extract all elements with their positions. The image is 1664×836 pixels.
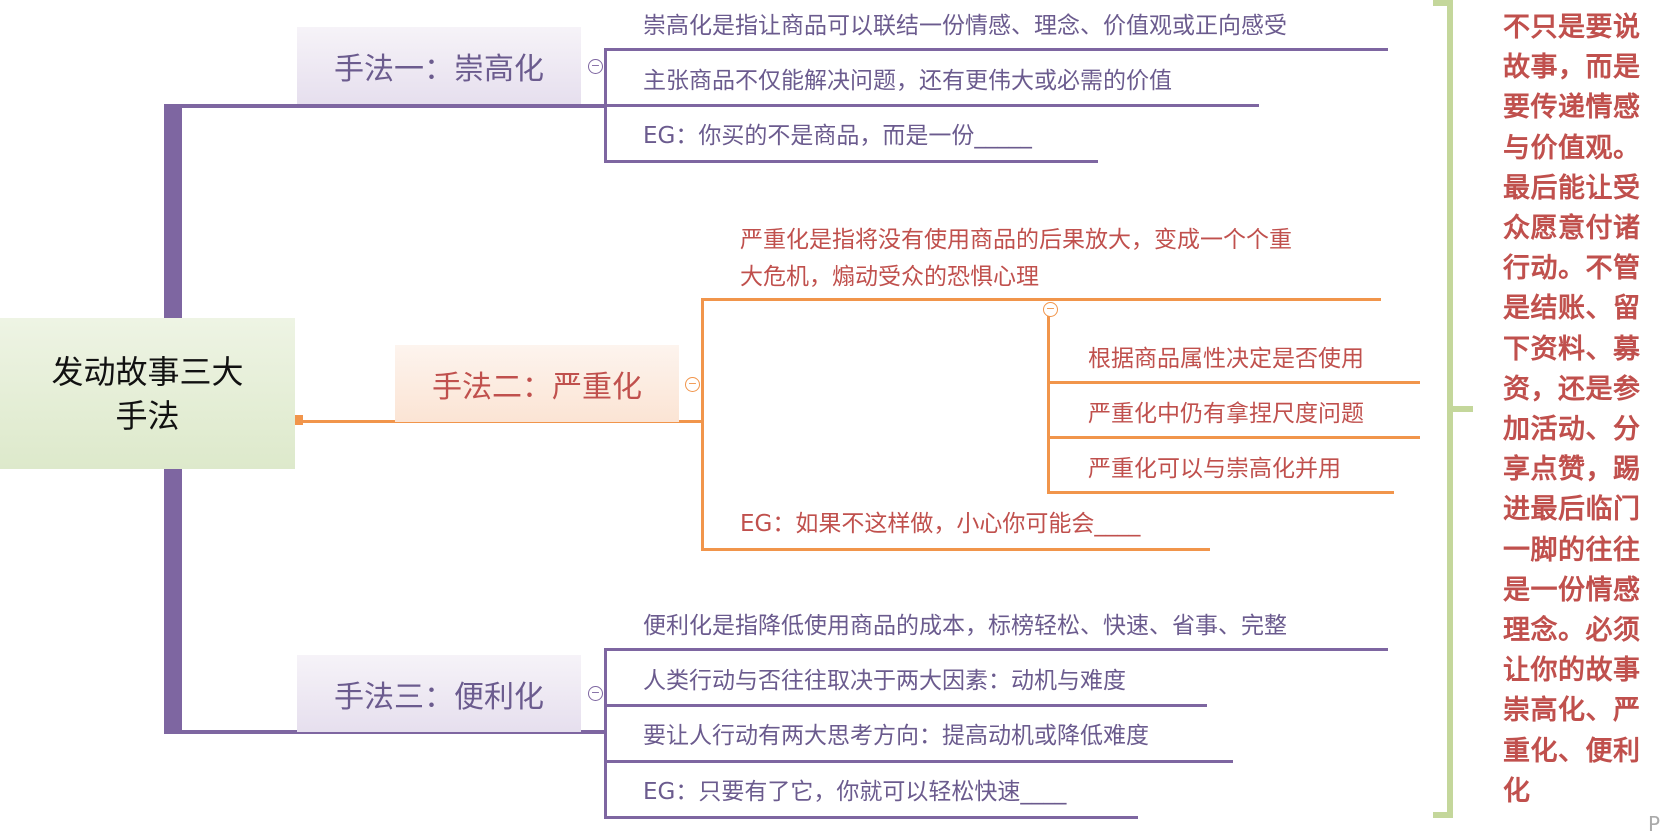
branch1-item: EG：你买的不是商品，而是一份_____	[643, 123, 1032, 149]
sub-spine	[1047, 316, 1050, 493]
divider	[604, 648, 1388, 651]
divider	[1047, 436, 1420, 439]
divider	[1047, 491, 1394, 494]
branch3-title: 手法三：便利化	[334, 679, 544, 715]
divider	[701, 298, 1381, 301]
collapse-icon[interactable]: −	[588, 686, 603, 701]
branch1-connector	[164, 104, 605, 108]
branch3-item: EG：只要有了它，你就可以轻松快速____	[643, 779, 1067, 805]
divider	[604, 104, 1259, 107]
branch2-title: 手法二：严重化	[432, 369, 642, 405]
root-line1: 发动故事三大	[51, 352, 244, 391]
root-anchor	[295, 415, 303, 425]
bracket-tick	[1453, 406, 1473, 412]
branch1-title: 手法一：崇高化	[334, 51, 544, 87]
collapse-icon[interactable]: −	[588, 59, 603, 74]
divider	[604, 760, 1233, 763]
branch2-node[interactable]: 手法二：严重化	[395, 345, 679, 422]
root-node[interactable]: 发动故事三大 手法	[0, 318, 295, 469]
branch2-sub-item: 根据商品属性决定是否使用	[1088, 346, 1364, 372]
divider	[701, 548, 1210, 551]
branch3-node[interactable]: 手法三：便利化	[297, 655, 581, 732]
branch3-item: 便利化是指降低使用商品的成本，标榜轻松、快速、省事、完整	[643, 613, 1287, 639]
branch2-spine	[701, 298, 704, 551]
branch2-desc-line1: 严重化是指将没有使用商品的后果放大，变成一个个重	[740, 227, 1292, 253]
collapse-icon[interactable]: −	[685, 377, 700, 392]
divider	[604, 160, 1098, 163]
divider	[604, 816, 1138, 819]
collapse-icon[interactable]: −	[1043, 302, 1058, 317]
divider	[604, 48, 1388, 51]
summary-text: 不只是要说故事，而是要传递情感与价值观。最后能让受众愿意付诸行动。不管是结账、留…	[1503, 12, 1641, 807]
branch1-node[interactable]: 手法一：崇高化	[297, 27, 581, 104]
trunk-purple-top	[164, 104, 182, 318]
branch3-item: 人类行动与否往往取决于两大因素：动机与难度	[643, 668, 1126, 694]
divider	[604, 704, 1207, 707]
branch3-item: 要让人行动有两大思考方向：提高动机或降低难度	[643, 723, 1149, 749]
branch1-item: 主张商品不仅能解决问题，还有更伟大或必需的价值	[643, 68, 1172, 94]
branch2-example: EG：如果不这样做，小心你可能会____	[740, 511, 1141, 537]
branch3-connector	[164, 730, 605, 734]
corner-text: P	[1648, 812, 1661, 836]
branch2-sub-item: 严重化可以与崇高化并用	[1088, 456, 1341, 482]
summary-bracket	[1433, 0, 1453, 818]
branch3-spine	[604, 648, 607, 819]
divider	[1047, 381, 1420, 384]
branch1-item: 崇高化是指让商品可以联结一份情感、理念、价值观或正向感受	[643, 13, 1287, 39]
branch2-sub-item: 严重化中仍有拿捏尺度问题	[1088, 401, 1364, 427]
trunk-purple-bottom	[164, 469, 182, 734]
branch2-desc-line2: 大危机，煽动受众的恐惧心理	[740, 264, 1039, 290]
root-line2: 手法	[115, 396, 180, 435]
